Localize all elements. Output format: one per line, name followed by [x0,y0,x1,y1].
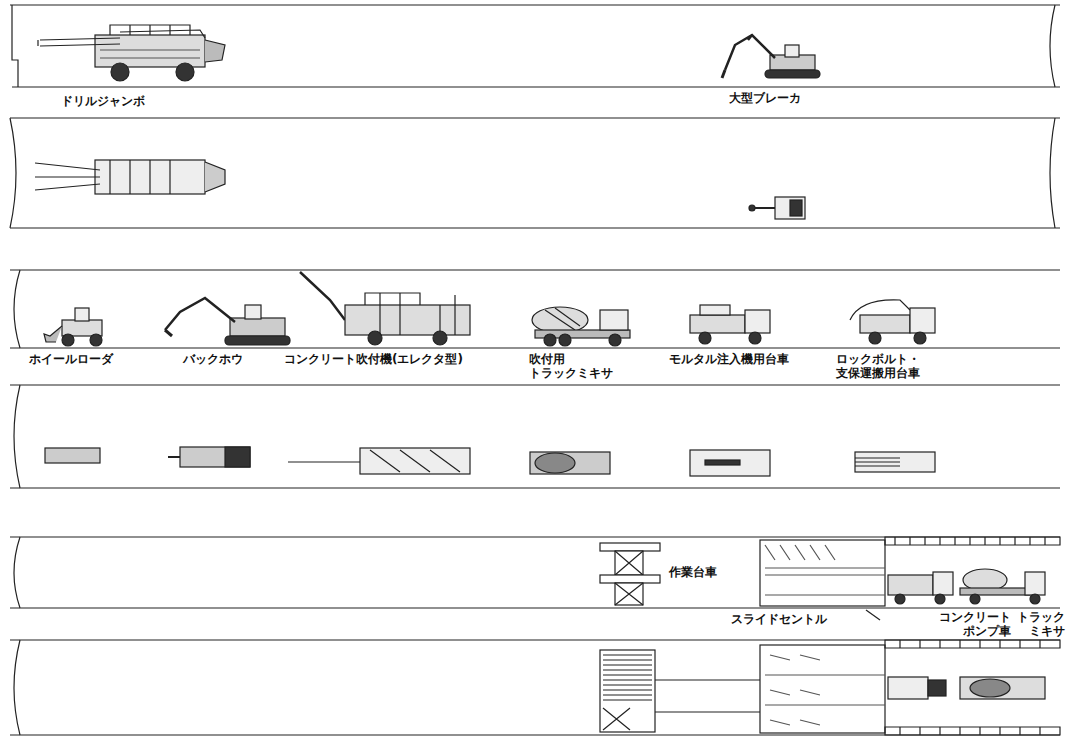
pump-and-mixer-side [888,569,1045,604]
slide-central-side [760,540,885,606]
shotcrete-machine-side [300,272,470,345]
machine-label: 吹付用 トラックミキサ [528,353,630,381]
machine-label: コンクリート ポンプ車 [930,611,1012,639]
breaker-side [722,35,820,78]
wheel-loader-side [44,308,102,346]
drill-jumbo-side [38,25,225,81]
machine-label: コンクリート吹付機(エレクタ型) [283,353,464,367]
machine-label: スライドセントル [730,613,828,627]
rockbolt-cart-side [850,300,935,344]
machine-label: 大型ブレーカ [728,92,802,106]
machine-label: ホイールローダ [28,353,114,367]
machine-label: モルタル注入機用台車 [668,353,790,367]
work-platform-plan [600,650,760,732]
machine-label: トラック ミキサ [1012,611,1066,639]
backhoe-side [165,298,290,345]
machine-label: ロックボルト・ 支保運搬用台車 [835,353,949,381]
machine-label: 作業台車 [668,566,718,580]
breaker-plan [749,197,805,219]
truck-mixer-side [532,307,630,346]
drill-jumbo-plan [35,160,225,194]
machine-label: ドリルジャンボ [60,95,146,109]
work-platform-side [600,543,660,605]
mortar-cart-side [690,305,770,344]
slide-central-plan [760,645,885,733]
leader-line [866,610,880,620]
machine-label: バックホウ [182,353,244,367]
